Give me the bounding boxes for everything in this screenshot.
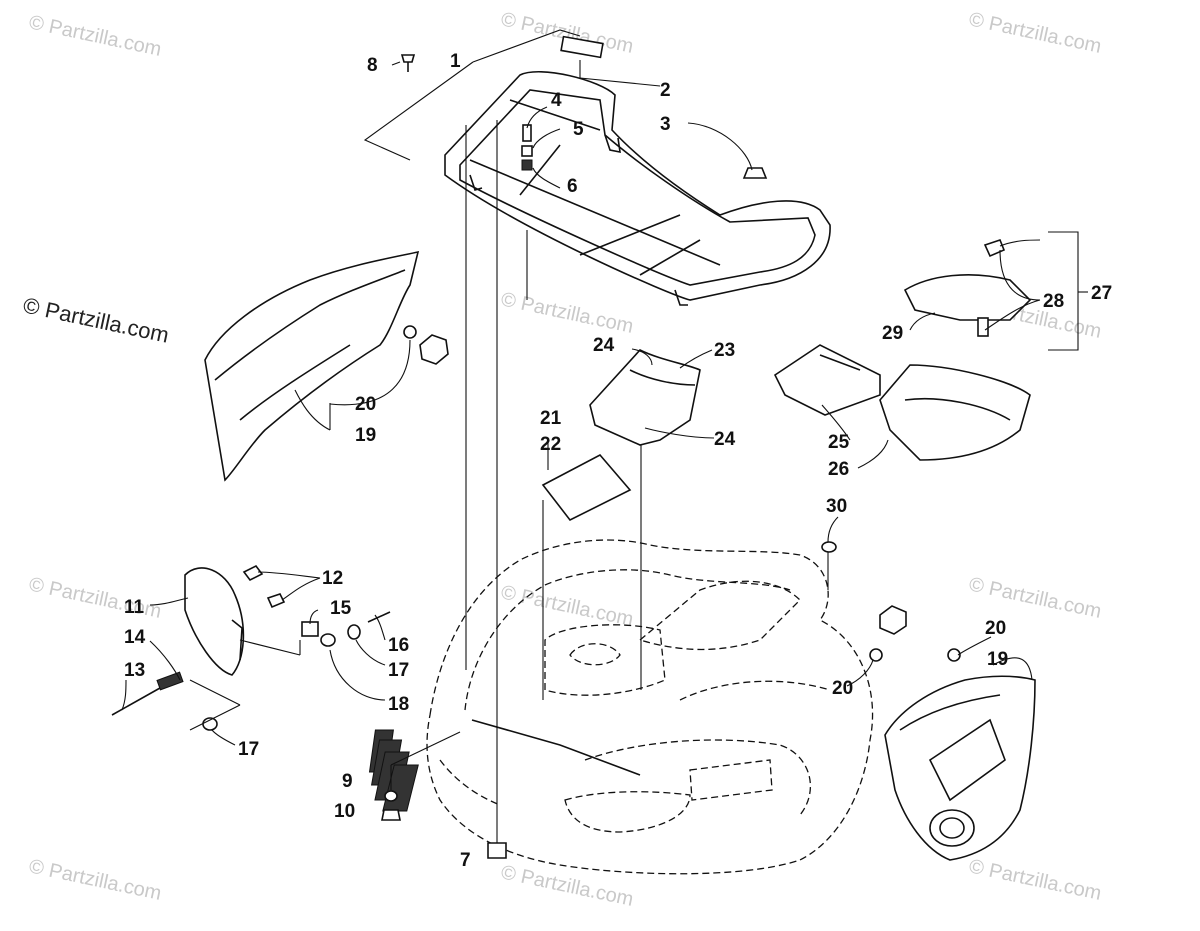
callout-26: 26 bbox=[828, 459, 849, 480]
watermark: © Partzilla.com bbox=[499, 288, 635, 338]
left-side-panel bbox=[204, 250, 449, 482]
callout-24: 24 bbox=[593, 335, 615, 356]
fasteners-bottom bbox=[381, 541, 837, 859]
callout-13: 13 bbox=[124, 660, 145, 681]
callout-3: 3 bbox=[660, 114, 671, 135]
callout-2: 2 bbox=[660, 80, 671, 101]
callout-25: 25 bbox=[828, 432, 850, 453]
callout-30: 30 bbox=[826, 496, 847, 517]
right-side-panel bbox=[869, 605, 1036, 861]
callout-1: 1 bbox=[450, 51, 461, 72]
decal bbox=[560, 35, 604, 59]
callout-29: 29 bbox=[882, 323, 903, 344]
watermark: © Partzilla.com bbox=[967, 8, 1103, 58]
callout-9: 9 bbox=[342, 771, 353, 792]
watermark: © Partzilla.com bbox=[967, 855, 1103, 905]
callout-19: 19 bbox=[987, 649, 1008, 670]
callout-19: 19 bbox=[355, 425, 376, 446]
callout-20: 20 bbox=[355, 394, 376, 415]
callout-5: 5 bbox=[573, 119, 584, 140]
callout-23: 23 bbox=[714, 340, 735, 361]
front-body bbox=[368, 539, 874, 875]
assembly-guides bbox=[465, 120, 829, 850]
light-assembly bbox=[111, 564, 391, 731]
callout-16: 16 bbox=[388, 635, 409, 656]
watermark: © Partzilla.com bbox=[967, 573, 1103, 623]
storage-box bbox=[773, 239, 1032, 461]
callout-27: 27 bbox=[1091, 283, 1112, 304]
callout-12: 12 bbox=[322, 568, 343, 589]
callout-28: 28 bbox=[1043, 291, 1064, 312]
callout-8: 8 bbox=[367, 55, 378, 76]
callout-11: 11 bbox=[124, 597, 145, 618]
leader-lines bbox=[121, 29, 1088, 746]
callout-17: 17 bbox=[238, 739, 259, 760]
callout-20: 20 bbox=[832, 678, 853, 699]
callout-21: 21 bbox=[540, 408, 562, 429]
center-panels bbox=[541, 349, 701, 522]
callout-7: 7 bbox=[460, 850, 471, 871]
callout-17: 17 bbox=[388, 660, 409, 681]
callout-15: 15 bbox=[330, 598, 352, 619]
rack-hardware bbox=[400, 54, 768, 179]
brand-label: © Partzilla.com bbox=[21, 292, 171, 347]
watermark: © Partzilla.com bbox=[499, 861, 635, 911]
callout-labels: 1 2 3 4 5 6 7 8 9 10 11 12 13 14 15 16 1… bbox=[124, 51, 1112, 871]
cargo-rack bbox=[444, 35, 831, 306]
callout-14: 14 bbox=[124, 627, 146, 648]
watermark: © Partzilla.com bbox=[499, 581, 635, 631]
callout-18: 18 bbox=[388, 694, 409, 715]
callout-4: 4 bbox=[551, 90, 562, 111]
callout-10: 10 bbox=[334, 801, 355, 822]
callout-20: 20 bbox=[985, 618, 1006, 639]
watermark: © Partzilla.com bbox=[27, 11, 163, 61]
callout-22: 22 bbox=[540, 434, 561, 455]
callout-6: 6 bbox=[567, 176, 578, 197]
callout-24: 24 bbox=[714, 429, 736, 450]
watermark: © Partzilla.com bbox=[27, 855, 163, 905]
